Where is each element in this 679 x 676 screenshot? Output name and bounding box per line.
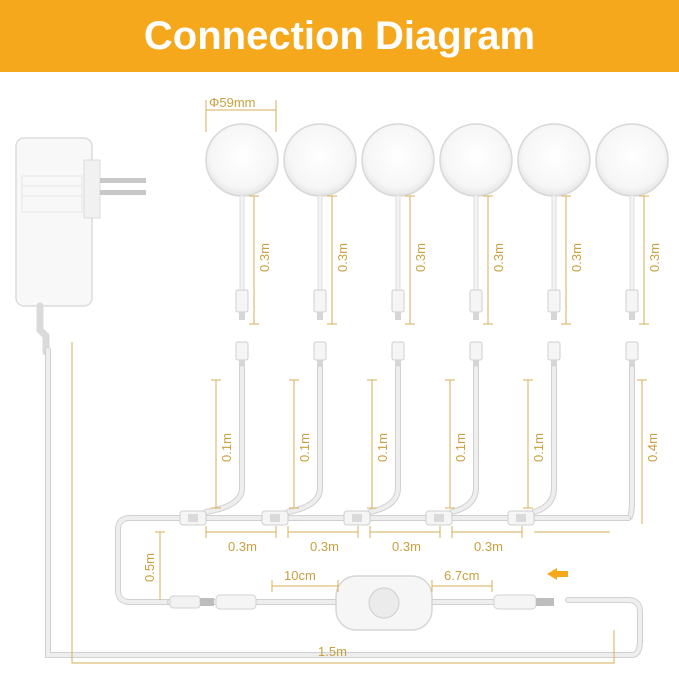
branch-short-length-label: 0.1m	[531, 433, 546, 462]
lights-row: 0.3m 0.3m 0.3m 0.3m 0.3m 0.3m	[205, 123, 669, 325]
bus-segment-dimension: 0.3m	[287, 526, 359, 554]
light-cable-length-label: 0.3m	[257, 243, 272, 272]
bus-connectors	[179, 510, 535, 526]
branch-cable: 0.1m	[445, 341, 483, 515]
puck-light: 0.3m	[361, 123, 435, 325]
light-cable-length-label: 0.3m	[647, 243, 662, 272]
bus-segment-dimensions: 0.3m 0.3m 0.3m 0.3m	[205, 526, 610, 554]
bus-connector	[425, 510, 453, 526]
diameter-label: Φ59mm	[209, 95, 256, 110]
branch-cable: 0.1m	[203, 341, 249, 515]
bus-connector	[179, 510, 207, 526]
puck-light: 0.3m	[205, 123, 279, 325]
dimmer-input-length-label: 10cm	[284, 568, 316, 583]
bus-segment-length-label: 0.3m	[228, 539, 257, 554]
puck-light: 0.3m	[283, 123, 357, 325]
dimmer-output-length-label: 6.7cm	[444, 568, 479, 583]
branch-cable: 0.1m	[523, 341, 561, 515]
bus-segment-length-label: 0.3m	[474, 539, 503, 554]
bus-segment-dimension: 0.3m	[205, 526, 277, 554]
adapter-cable-dimension: 1.5m	[71, 342, 615, 664]
bus-segment-length-label: 0.3m	[392, 539, 421, 554]
branch-cables: 0.1m 0.1m 0.1m 0.1m 0.1m 0.4m	[203, 341, 660, 524]
title-banner	[0, 0, 679, 72]
bus-connector	[343, 510, 371, 526]
power-adapter-icon	[15, 137, 146, 356]
puck-light: 0.3m	[595, 123, 669, 325]
branch-short-length-label: 0.1m	[297, 433, 312, 462]
branch-long-length-label: 0.4m	[645, 433, 660, 462]
branch-short-length-label: 0.1m	[375, 433, 390, 462]
bus-segment-dimension: 0.3m	[369, 526, 441, 554]
diameter-dimension: Φ59mm	[205, 95, 277, 132]
page-title: Connection Diagram	[143, 14, 536, 58]
dimmer-switch-icon	[335, 575, 433, 631]
puck-light: 0.3m	[439, 123, 513, 325]
bus-drop-dimension: 0.5m	[142, 531, 165, 600]
bus-connector	[261, 510, 289, 526]
dimmer-assembly: 10cm 6.7cm	[167, 568, 568, 631]
branch-cable: 0.1m	[367, 341, 405, 515]
bus-segment-length-label: 0.3m	[310, 539, 339, 554]
arrow-left-icon	[547, 568, 568, 580]
branch-cable: 0.1m	[285, 341, 327, 515]
light-cable-length-label: 0.3m	[413, 243, 428, 272]
adapter-cable-length-label: 1.5m	[318, 644, 347, 659]
branch-short-length-label: 0.1m	[453, 433, 468, 462]
branch-cable: 0.4m	[625, 341, 660, 524]
light-cable-length-label: 0.3m	[335, 243, 350, 272]
bus-segment-dimension: 0.3m	[451, 526, 523, 554]
bus-connector	[507, 510, 535, 526]
light-cable-length-label: 0.3m	[569, 243, 584, 272]
light-cable-length-label: 0.3m	[491, 243, 506, 272]
bus-drop-label: 0.5m	[142, 553, 157, 582]
puck-light: 0.3m	[517, 123, 591, 325]
branch-short-length-label: 0.1m	[219, 433, 234, 462]
